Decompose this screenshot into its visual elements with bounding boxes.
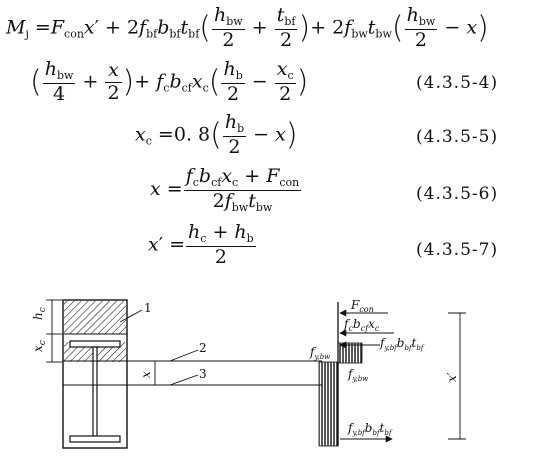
label-fcon: Fcon <box>350 298 374 314</box>
equation-number: (4.3.5-5) <box>416 127 499 147</box>
dim-x: x <box>139 371 153 378</box>
beam-section-diagram: hc xc x 1 2 3 Fcon fcbcfxc fy,bfbbftbf f… <box>31 298 466 449</box>
callout-3: 3 <box>199 367 207 381</box>
label-fybw-left: fy,bw <box>309 345 330 361</box>
callout-2: 2 <box>199 341 207 355</box>
label-top-flange-force: fy,bfbbftbf <box>379 336 425 352</box>
equation-number: (4.3.5-7) <box>416 240 499 260</box>
concrete-slab-hatch <box>64 301 126 334</box>
section-outline <box>62 299 128 449</box>
label-bottom-flange-force: fy,bfbbftbf <box>347 421 393 437</box>
dim-xprime: x′ <box>445 372 459 382</box>
callout-1: 1 <box>144 301 152 315</box>
compression-block <box>337 342 363 364</box>
equation-number: (4.3.5-6) <box>416 184 499 204</box>
dim-hc: hc <box>31 307 48 320</box>
tension-block <box>318 361 339 447</box>
dim-xc: xc <box>31 340 48 352</box>
equation-number: (4.3.5-4) <box>416 73 499 93</box>
bottom-flange <box>69 435 121 443</box>
label-fybw-right: fy,bw <box>347 367 368 383</box>
top-flange <box>69 340 121 348</box>
web <box>92 346 98 437</box>
label-concrete-force: fcbcfxc <box>343 317 380 333</box>
